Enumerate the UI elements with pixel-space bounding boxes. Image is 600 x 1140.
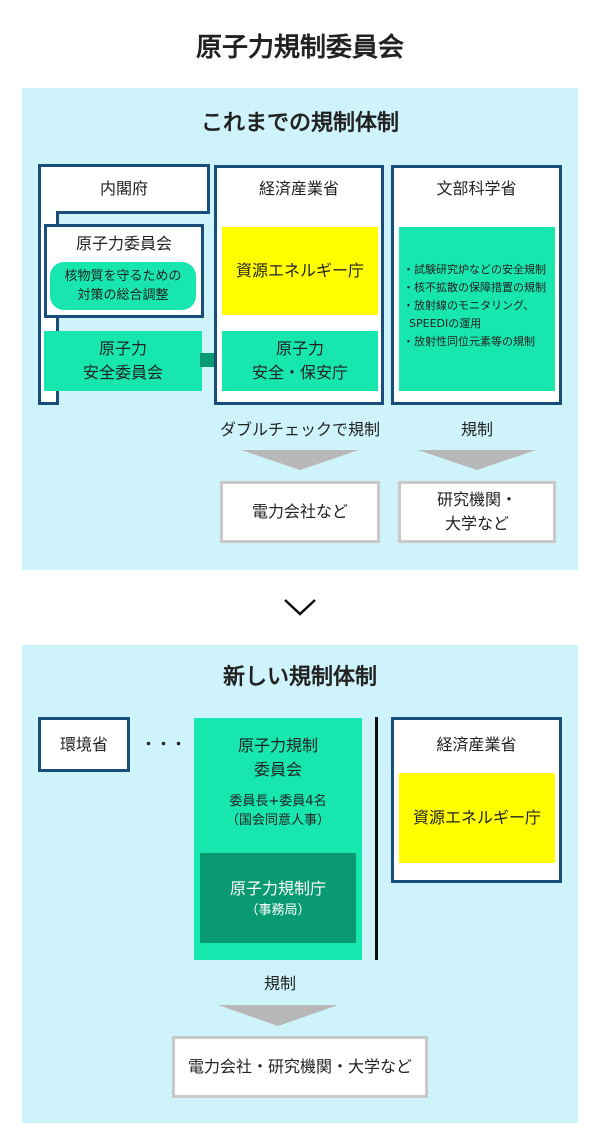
old-regulation-label: 規制 xyxy=(460,420,493,439)
ellipsis-dots: ・・・ xyxy=(141,737,187,753)
members-line-2: （国会同意人事） xyxy=(225,813,330,828)
nra-agency-label: 原子力規制庁 xyxy=(229,878,326,898)
nisa-line-1: 原子力 xyxy=(275,339,324,358)
mext-duty-1: ・試験研究炉などの安全規制 xyxy=(403,263,546,276)
mext-duty-2: ・核不拡散の保障措置の規制 xyxy=(403,281,546,294)
chevron-down-icon xyxy=(284,599,316,616)
atomic-energy-commission-note: 核物質を守るための 対策の総合調整 xyxy=(50,262,196,310)
old-system-heading: これまでの規制体制 xyxy=(200,111,399,136)
anre-new-box: 資源エネルギー庁 xyxy=(399,773,555,863)
atomic-energy-commission-label: 原子力委員会 xyxy=(75,234,172,253)
naikakufu-label: 内閣府 xyxy=(99,179,148,198)
arrow-to-power-companies xyxy=(241,450,359,470)
separator-line xyxy=(375,717,378,960)
new-system-heading: 新しい規制体制 xyxy=(222,665,377,690)
research-line-2: 大学など xyxy=(444,514,509,533)
old-power-companies-box: 電力会社など xyxy=(220,481,380,543)
old-arrows xyxy=(241,450,536,470)
nra-line-1: 原子力規制 xyxy=(237,736,318,755)
moe-box: 環境省 xyxy=(38,717,130,772)
mext-duty-3: ・放射線のモニタリング、 xyxy=(403,299,535,312)
page-title: 原子力規制委員会 xyxy=(195,32,404,63)
old-research-box: 研究機関・ 大学など xyxy=(398,481,556,543)
nisa-box: 原子力 安全・保安庁 xyxy=(222,331,378,391)
meti-new-label: 経済産業省 xyxy=(436,735,517,754)
nra-members: 委員長+委員4名 （国会同意人事） xyxy=(194,792,362,832)
nra-title: 原子力規制 委員会 xyxy=(194,734,362,784)
note-line-1: 核物質を守るための xyxy=(64,269,182,284)
mext-duty-4: SPEEDIの運用 xyxy=(409,317,482,330)
nsc-line-2: 安全委員会 xyxy=(82,363,163,382)
nra-agency-box: 原子力規制庁 （事務局） xyxy=(200,853,356,943)
note-line-2: 対策の総合調整 xyxy=(77,288,169,303)
new-regulation-label: 規制 xyxy=(263,974,296,993)
members-line-1: 委員長+委員4名 xyxy=(229,794,327,809)
meti-old-label: 経済産業省 xyxy=(258,179,339,198)
new-targets-box: 電力会社・研究機関・大学など xyxy=(172,1036,428,1098)
nsc-line-1: 原子力 xyxy=(98,339,147,358)
nra-line-2: 委員会 xyxy=(253,760,302,779)
mext-duty-5: ・放射性同位元素等の規制 xyxy=(403,335,535,348)
nra-agency-sub: （事務局） xyxy=(245,902,311,918)
nuclear-safety-commission-box: 原子力 安全委員会 xyxy=(44,331,202,391)
arrow-to-targets xyxy=(218,1005,338,1026)
mext-label: 文部科学省 xyxy=(436,179,517,198)
double-check-label: ダブルチェックで規制 xyxy=(219,420,380,439)
arrow-to-research xyxy=(418,450,536,470)
nisa-line-2: 安全・保安庁 xyxy=(251,363,348,382)
anre-old-box: 資源エネルギー庁 xyxy=(222,227,378,315)
mext-duties-box: ・試験研究炉などの安全規制 ・核不拡散の保障措置の規制 ・放射線のモニタリング、… xyxy=(399,227,555,391)
research-line-1: 研究機関・ xyxy=(436,490,517,509)
